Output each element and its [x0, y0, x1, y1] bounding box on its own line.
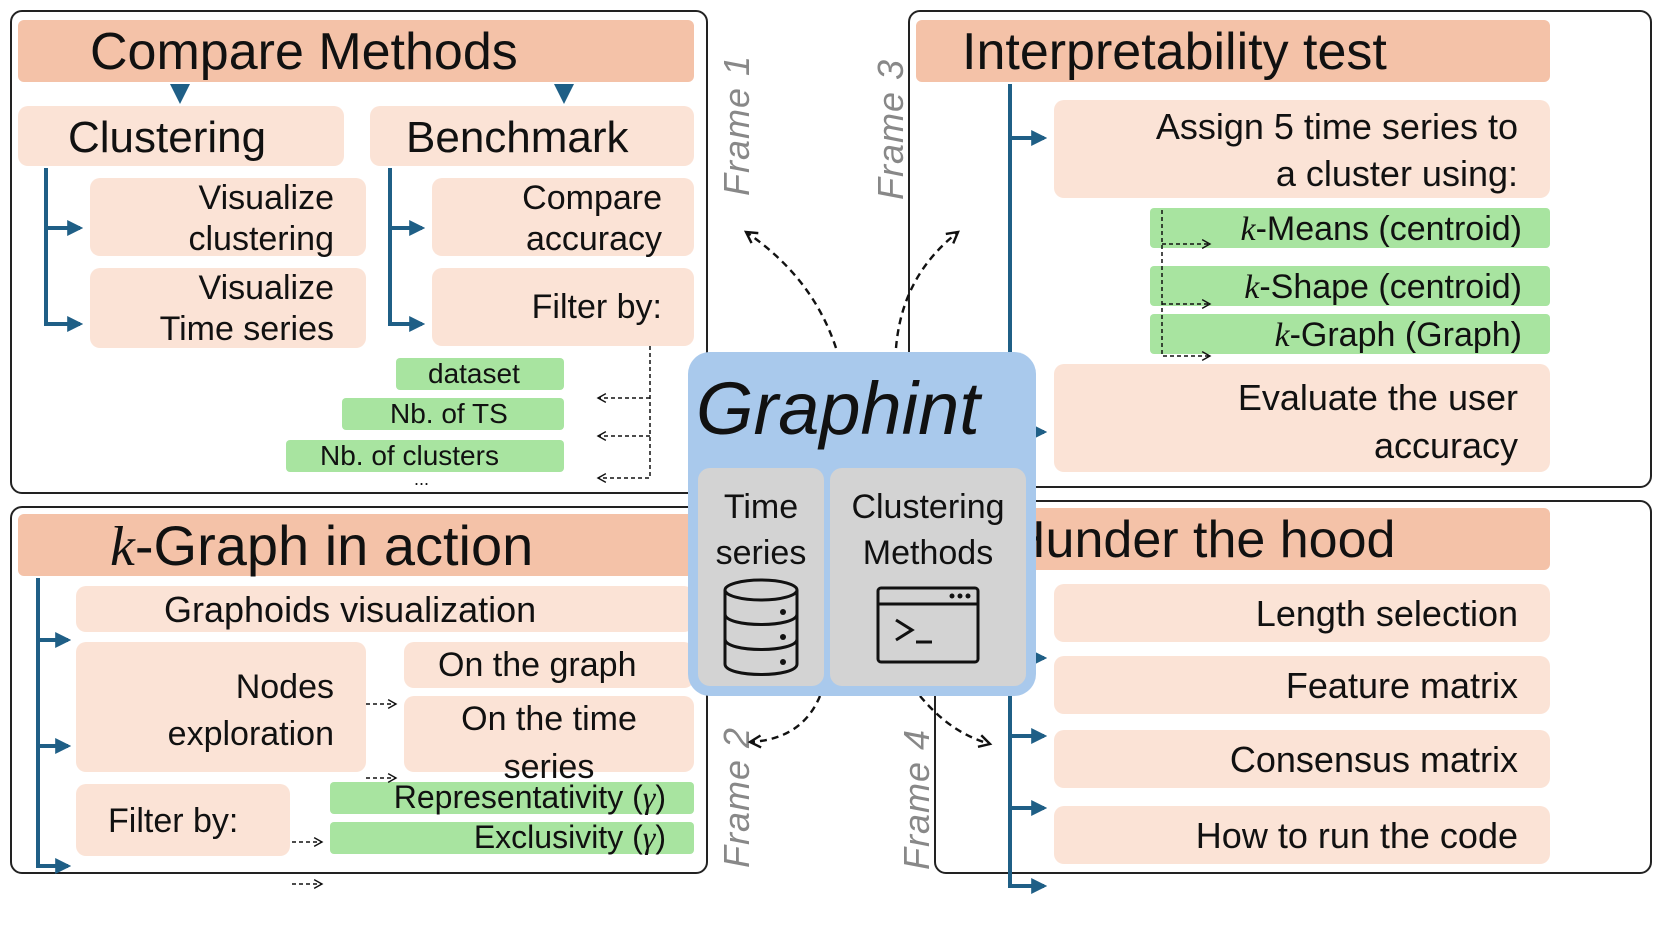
kshape-method: k-Shape (centroid): [1150, 266, 1550, 306]
interpretability-title: Interpretability test: [916, 20, 1550, 82]
frame-2-label: Frame 2: [716, 726, 757, 868]
under-hood-title: Hunder the hood: [980, 508, 1550, 570]
filter-dataset-label: dataset: [428, 358, 520, 389]
filter-dataset: dataset: [396, 358, 564, 390]
run-code-label: How to run the code: [1195, 815, 1518, 856]
exclusivity-label: Exclusivity (: [473, 819, 643, 855]
kmeans-method: k-Means (centroid): [1150, 208, 1550, 248]
on-graph-label: On the graph: [438, 646, 637, 684]
benchmark-label: Benchmark: [406, 113, 629, 162]
kgraph-method-text: k-Graph (Graph): [1275, 318, 1523, 353]
assign-label: Assign 5 time series to a cluster using:: [1155, 106, 1518, 194]
kgraph-title-k: k: [110, 516, 135, 578]
on-ts-box: On the time series: [404, 696, 694, 786]
visualize-clustering-label: Visualize clustering: [188, 179, 334, 259]
filter-by-label-2: Filter by:: [108, 802, 239, 840]
compare-methods-title-text: Compare Methods: [90, 23, 518, 81]
benchmark-box: Benchmark: [370, 106, 694, 166]
filter-nb-ts: Nb. of TS: [342, 398, 564, 430]
terminal-icon: [876, 586, 980, 664]
nodes-exploration-box: Nodes exploration: [76, 642, 366, 772]
filter-by-box-2: Filter by:: [76, 784, 290, 856]
run-code-box: How to run the code: [1054, 806, 1550, 864]
clustering-methods-label: Clustering Methods: [851, 488, 1005, 573]
graphoids-label: Graphoids visualization: [164, 589, 537, 630]
frame-1-label: Frame 1: [716, 54, 757, 196]
filter-nb-clusters: Nb. of clusters: [286, 440, 564, 472]
kmeans-label: -Means (centroid): [1255, 210, 1522, 248]
on-graph-box: On the graph: [404, 642, 694, 688]
visualize-ts-box: Visualize Time series: [90, 268, 366, 348]
gamma-symbol-1: γ: [642, 779, 656, 815]
kshape-label: -Shape (centroid): [1259, 268, 1522, 306]
kgraph-title-text: k-Graph in action: [110, 516, 533, 578]
compare-accuracy-box: Compare accuracy: [432, 178, 694, 258]
graphoids-box: Graphoids visualization: [76, 586, 694, 632]
evaluate-box: Evaluate the user accuracy: [1054, 364, 1550, 472]
database-icon: [723, 578, 799, 676]
time-series-label: Time series: [715, 488, 807, 573]
graphint-title: Graphint: [696, 367, 980, 450]
assign-box: Assign 5 time series to a cluster using:: [1054, 100, 1550, 198]
frame-3-label: Frame 3: [870, 58, 911, 200]
clustering-label: Clustering: [68, 113, 267, 162]
length-selection-label: Length selection: [1255, 593, 1518, 634]
kshape-k: k: [1244, 269, 1260, 306]
graphint-center: Graphint Time series Clustering Methods: [688, 352, 1036, 696]
kgraph-title: k-Graph in action: [18, 514, 694, 576]
exclusivity-paren: ): [655, 819, 666, 855]
feature-matrix-box: Feature matrix: [1054, 656, 1550, 714]
filter-nb-clusters-label: Nb. of clusters: [320, 440, 499, 471]
kgraph-title-rest: -Graph in action: [134, 514, 534, 577]
consensus-matrix-label: Consensus matrix: [1229, 739, 1518, 780]
clustering-box: Clustering: [18, 106, 344, 166]
visualize-clustering-box: Visualize clustering: [90, 178, 366, 258]
compare-accuracy-label: Compare accuracy: [522, 179, 662, 259]
filter-nb-ts-label: Nb. of TS: [390, 398, 508, 429]
interpretability-title-text: Interpretability test: [962, 23, 1387, 81]
under-hood-title-text: Hunder the hood: [1008, 511, 1396, 569]
filter-by-label-1: Filter by:: [531, 288, 662, 326]
length-selection-box: Length selection: [1054, 584, 1550, 642]
filter-by-box-1: Filter by:: [432, 268, 694, 346]
filters-ellipsis: ...: [414, 469, 430, 489]
exclusivity-text: Exclusivity (γ): [474, 821, 666, 853]
gamma-symbol-2: γ: [642, 819, 656, 855]
exclusivity-filter: Exclusivity (γ): [330, 821, 694, 854]
frame-4-label: Frame 4: [896, 728, 937, 870]
consensus-matrix-box: Consensus matrix: [1054, 730, 1550, 788]
kgraph-method-label: -Graph (Graph): [1289, 316, 1522, 354]
clustering-methods-panel: Clustering Methods: [830, 468, 1026, 686]
feature-matrix-label: Feature matrix: [1285, 665, 1518, 706]
compare-methods-title: Compare Methods: [18, 20, 694, 82]
kmeans-k: k: [1240, 211, 1256, 248]
representativity-paren: ): [655, 779, 666, 815]
kgraph-method: k-Graph (Graph): [1150, 314, 1550, 354]
visualize-ts-label: Visualize Time series: [159, 269, 334, 349]
representativity-filter: Representativity (γ): [330, 781, 694, 814]
nodes-exploration-label: Nodes exploration: [167, 668, 334, 753]
representativity-text: Representativity (γ): [394, 781, 666, 813]
on-ts-label: On the time series: [461, 700, 637, 786]
kgraph-method-k: k: [1274, 317, 1290, 354]
time-series-panel: Time series: [698, 468, 824, 686]
kmeans-text: k-Means (centroid): [1240, 212, 1522, 247]
representativity-label: Representativity (: [393, 779, 643, 815]
kshape-text: k-Shape (centroid): [1244, 270, 1522, 305]
evaluate-label: Evaluate the user accuracy: [1237, 377, 1518, 467]
